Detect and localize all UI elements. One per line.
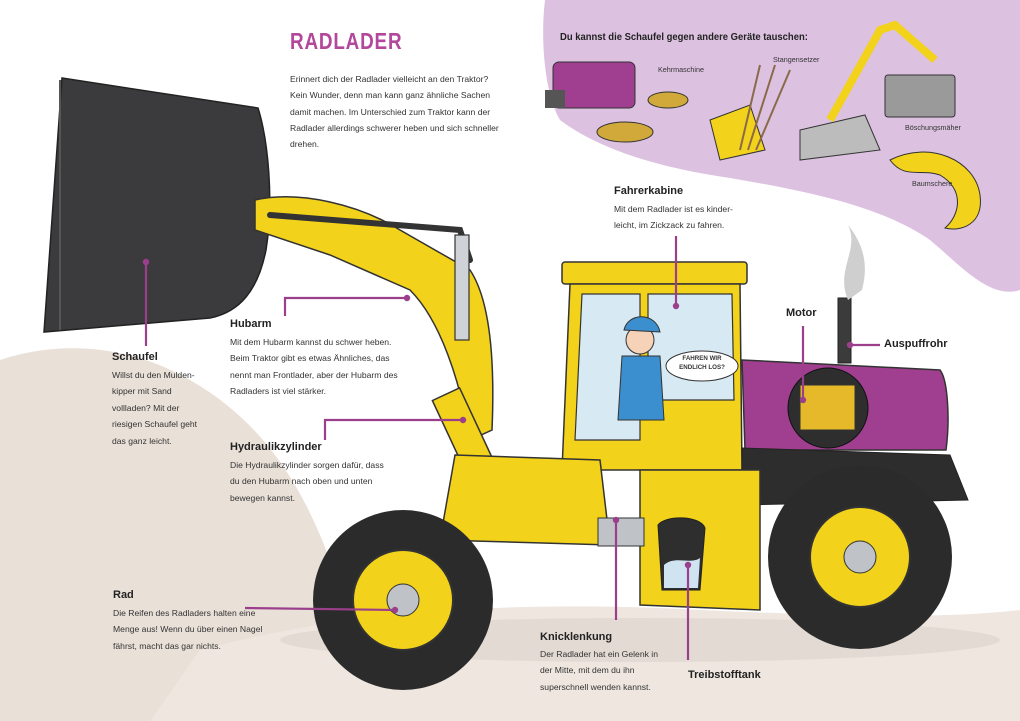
label-rad-text: Die Reifen des Radladers halten eine Men… — [113, 608, 263, 651]
label-rad-title: Rad — [113, 589, 134, 601]
leader-lines — [144, 236, 880, 660]
label-fahrerkabine-text: Mit dem Radlader ist es kinder-leicht, i… — [614, 204, 733, 231]
bucket-shape — [43, 77, 271, 333]
tool-label-baumschere: Baumschere — [912, 179, 953, 188]
label-schaufel-title: Schaufel — [112, 351, 158, 363]
smoke — [844, 225, 865, 300]
label-fahrerkabine-title: Fahrerkabine — [614, 185, 684, 197]
front-frame — [439, 454, 611, 546]
leader-hydraulik — [323, 418, 463, 440]
tool-slope-mower-drawing — [799, 20, 956, 161]
swap-heading: Du kannst die Schaufel gegen andere Gerä… — [560, 31, 808, 43]
tool-label-stangensetzer: Stangensetzer — [773, 55, 820, 64]
lilac-background — [543, 0, 1020, 292]
cab-roof — [561, 261, 748, 285]
leader-hubarm — [283, 296, 407, 316]
sand-ground-left — [0, 348, 339, 721]
speech-bubble-text: FAHREN WIR ENDLICH LOS? — [679, 355, 725, 371]
speech-bubble-shape — [665, 350, 739, 382]
tool-label-kehrmaschine: Kehrmaschine — [658, 65, 704, 74]
leader-rad — [244, 606, 396, 612]
tool-sweeper-drawing — [545, 61, 689, 143]
label-schaufel-text: Willst du den Mulden-kipper mit Sand vol… — [112, 370, 198, 446]
exhaust-pipe — [837, 297, 852, 364]
tool-label-boeschungsmaeher: Böschungsmäher — [905, 123, 961, 132]
label-knicklenkung-title: Knicklenkung — [540, 631, 613, 643]
intro-text: Erinnert dich der Radlader vielleicht an… — [290, 74, 499, 150]
label-hydraulik-text: Die Hydraulikzylinder sorgen dafür, dass… — [230, 460, 384, 503]
tool-tree-shear-drawing — [889, 151, 981, 230]
label-auspuffrohr-title: Auspuffrohr — [884, 338, 948, 350]
page-title: RADLADER — [290, 28, 403, 54]
label-treibstofftank-title: Treibstofftank — [688, 669, 761, 681]
tool-pole-setter-drawing — [709, 64, 791, 161]
label-hubarm-title: Hubarm — [230, 318, 272, 330]
lift-arm-shape — [254, 196, 494, 442]
leader-dots — [142, 258, 854, 614]
label-knicklenkung-text: Der Radlader hat ein Gelenk in der Mitte… — [540, 649, 658, 692]
label-hubarm-text: Mit dem Hubarm kannst du schwer heben. B… — [230, 337, 398, 397]
label-motor-title: Motor — [786, 307, 817, 319]
label-hydraulik-title: Hydraulikzylinder — [230, 441, 322, 453]
